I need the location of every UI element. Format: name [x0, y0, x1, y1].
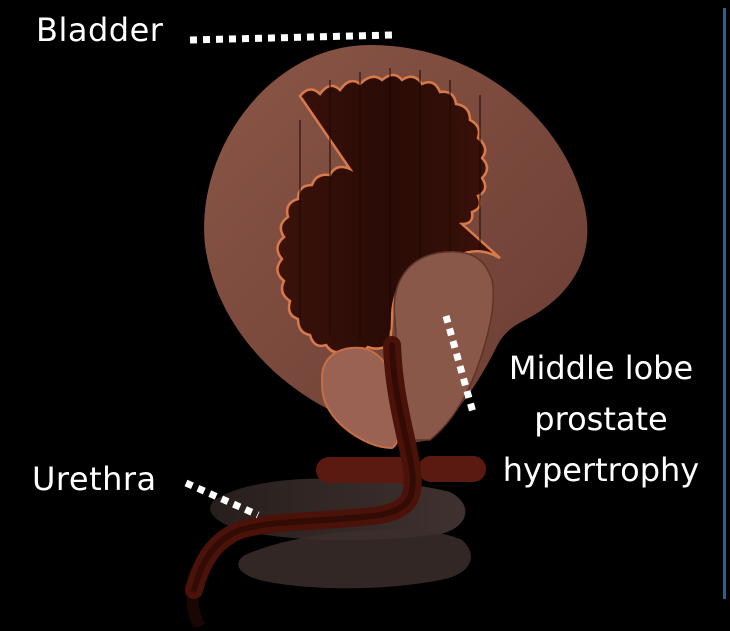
label-middle-lobe: Middle lobe prostate hypertrophy — [476, 343, 726, 496]
label-urethra: Urethra — [32, 463, 157, 495]
label-middle-lobe-line2: prostate — [476, 394, 726, 445]
label-middle-lobe-line1: Middle lobe — [476, 343, 726, 394]
bladder-leader — [190, 35, 392, 40]
label-bladder: Bladder — [36, 14, 163, 46]
sphincter-bands — [316, 456, 486, 483]
frame-border — [723, 8, 726, 599]
label-middle-lobe-line3: hypertrophy — [476, 445, 726, 496]
